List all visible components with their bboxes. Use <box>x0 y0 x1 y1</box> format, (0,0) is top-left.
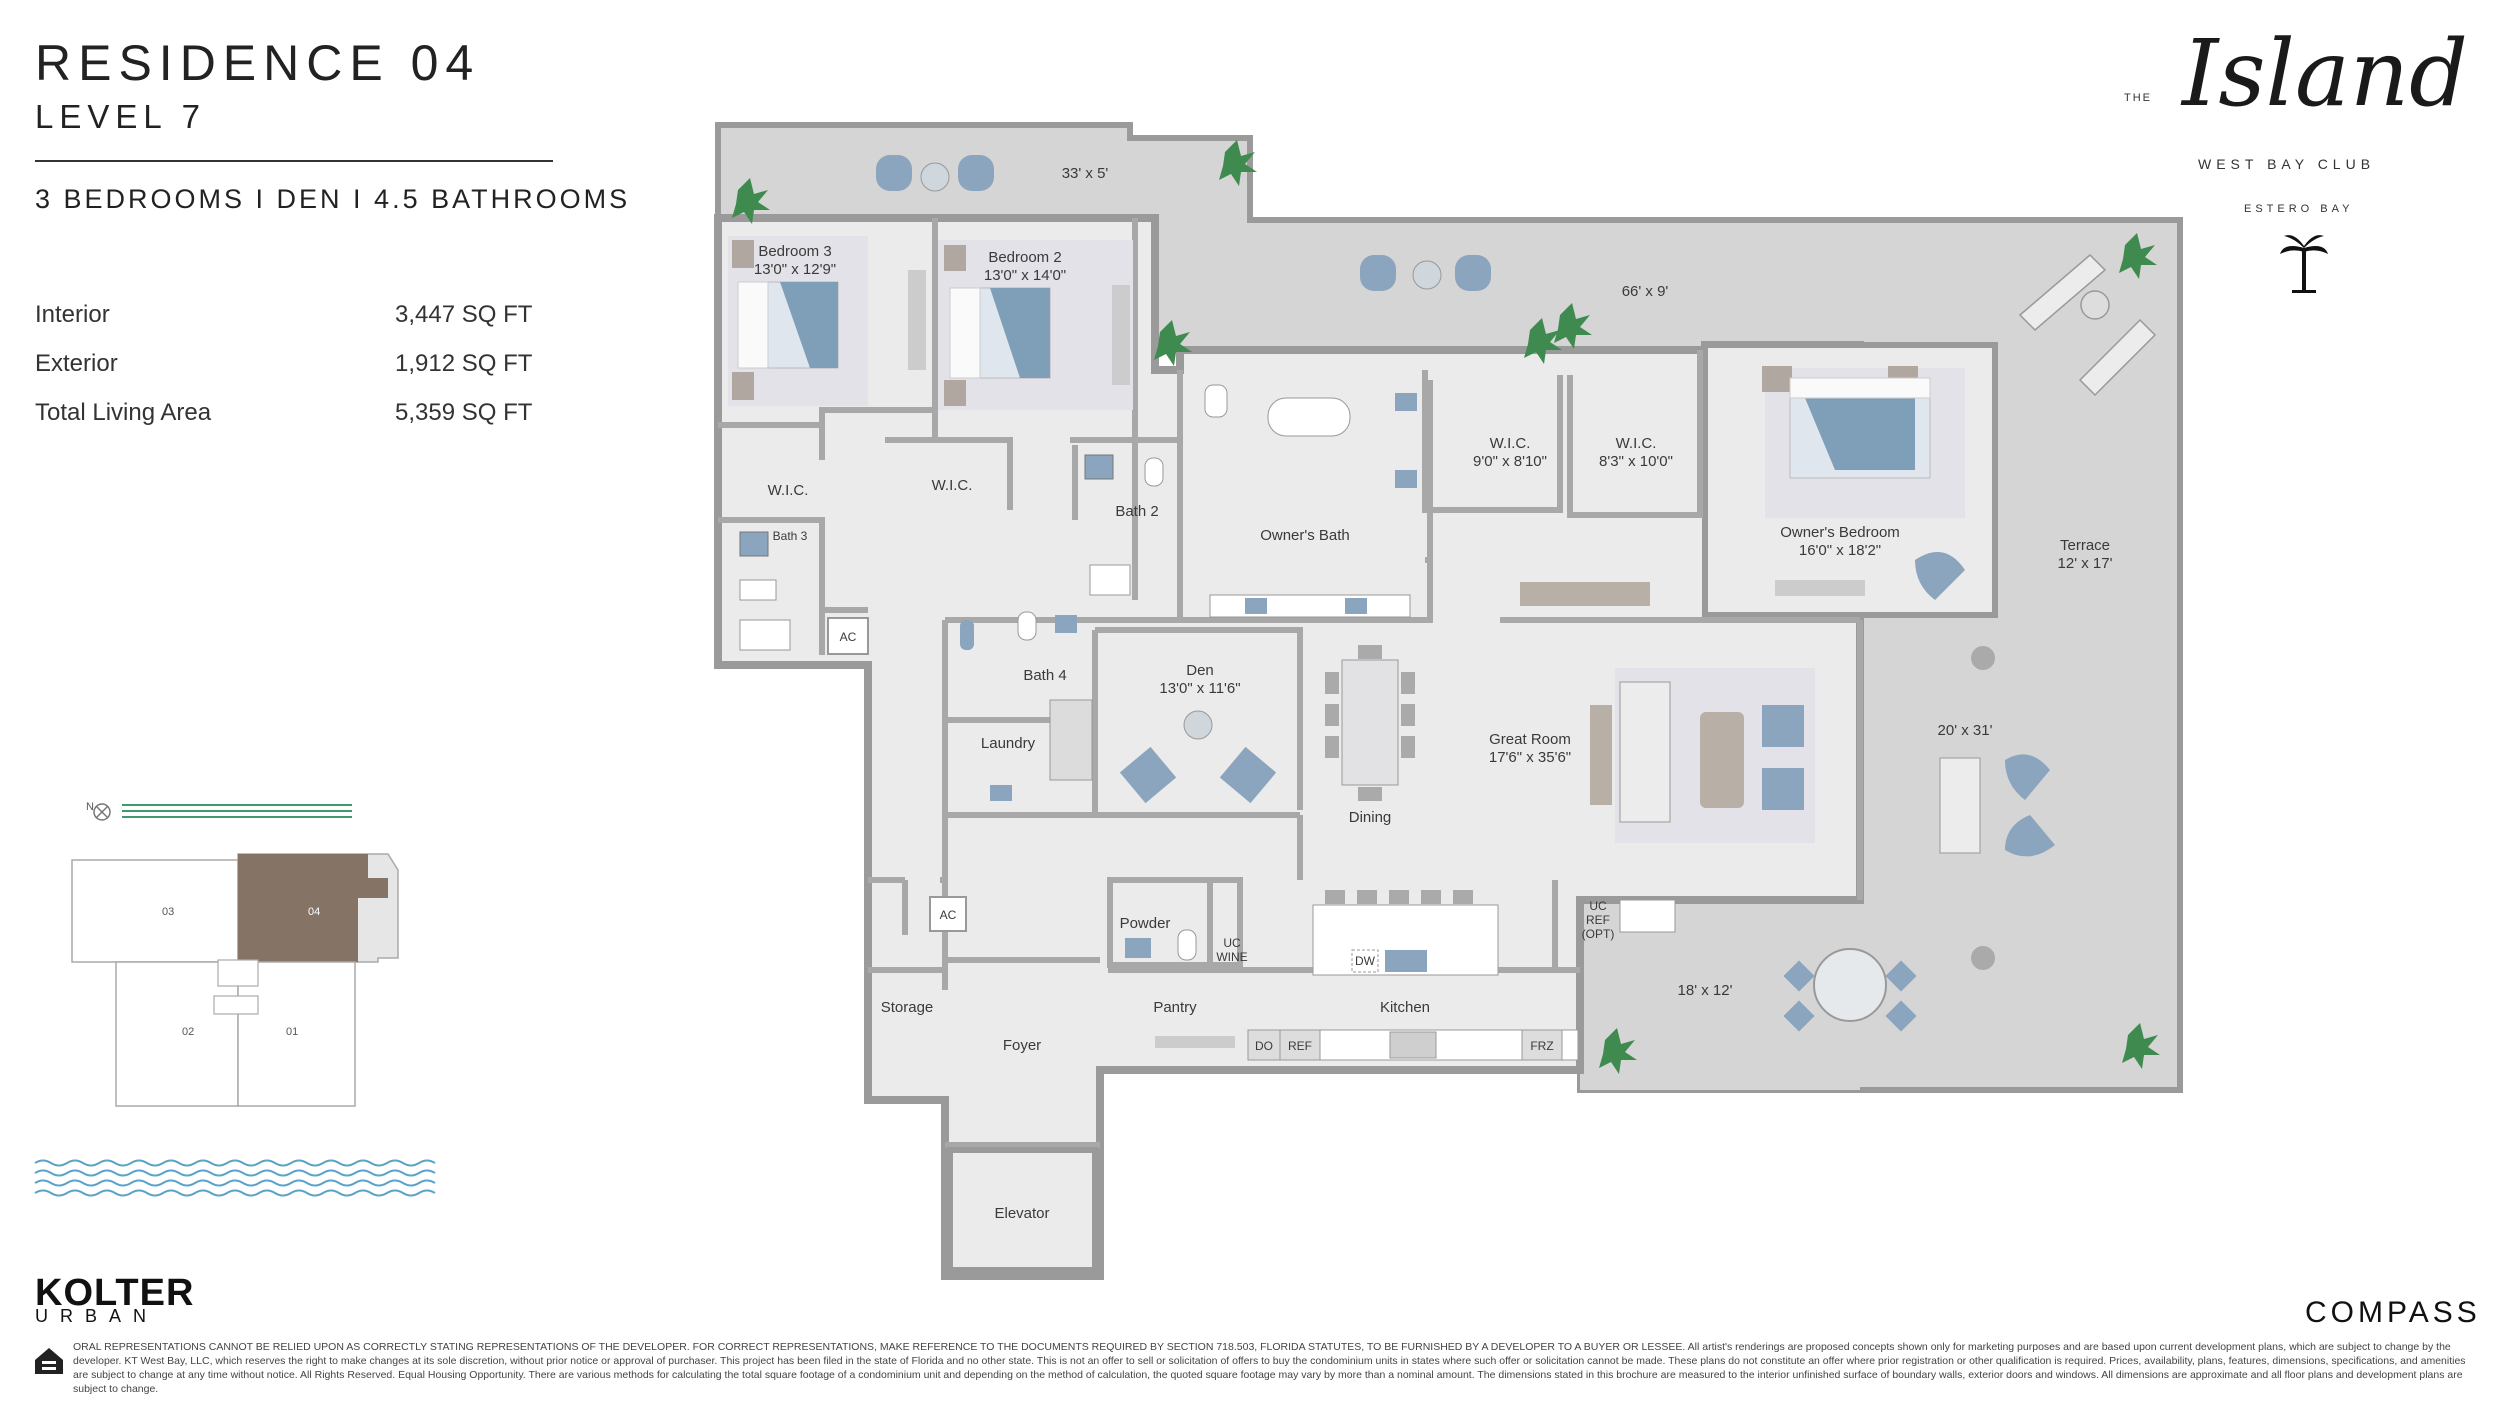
bath4-label: Bath 4 <box>1023 667 1066 684</box>
great-room-dim: 17'6" x 35'6" <box>1489 749 1571 766</box>
wic-d-label: W.I.C. <box>1616 435 1657 452</box>
brand-the: THE <box>2124 92 2152 104</box>
divider <box>35 160 553 162</box>
keyplan-label-02: 02 <box>182 1026 194 1038</box>
elevator-label: Elevator <box>994 1205 1049 1222</box>
dining-label: Dining <box>1349 809 1392 826</box>
kitchen-island: DW <box>1312 890 1499 976</box>
terrace-lounge: 20' x 31' <box>1938 646 2055 970</box>
terrace-dim: 12' x 17' <box>2058 555 2113 572</box>
broker-logo-compass: COMPASS <box>2305 1296 2481 1329</box>
uc-wine-1: UC <box>1223 936 1241 950</box>
wic-a-label: W.I.C. <box>768 482 809 499</box>
owners-bedroom-label: Owner's Bedroom <box>1780 524 1900 541</box>
pantry-label: Pantry <box>1153 999 1197 1016</box>
den: Den 13'0" x 11'6" <box>1119 662 1277 804</box>
great-room-label: Great Room <box>1489 731 1571 748</box>
wic-d-dim: 8'3" x 10'0" <box>1599 453 1673 470</box>
uc-ref-1: UC <box>1589 899 1607 913</box>
total-value: 5,359 SQ FT <box>395 399 533 426</box>
kitchen-label: Kitchen <box>1380 999 1430 1016</box>
north-arrow-icon: N <box>86 801 111 821</box>
dining: Dining <box>1325 645 1415 826</box>
owners-bedroom-dim: 16'0" x 18'2" <box>1799 542 1881 559</box>
page-title: RESIDENCE 04 <box>35 35 481 91</box>
ref-label: REF <box>1288 1039 1312 1053</box>
owners-bath-label: Owner's Bath <box>1260 527 1350 544</box>
wic-c-label: W.I.C. <box>1490 435 1531 452</box>
do-label: DO <box>1255 1039 1273 1053</box>
ac1-label: AC <box>840 630 857 644</box>
balcony-mid-dim: 66' x 9' <box>1622 283 1669 300</box>
terrace-label: Terrace <box>2060 537 2110 554</box>
uc-ref-3: (OPT) <box>1582 927 1615 941</box>
legal-disclaimer: ORAL REPRESENTATIONS CANNOT BE RELIED UP… <box>73 1341 2466 1395</box>
uc-wine-2: WINE <box>1216 950 1247 964</box>
wic-c-dim: 9'0" x 8'10" <box>1473 453 1547 470</box>
keyplan-unit-04 <box>238 854 388 962</box>
brand-subtitle: WEST BAY CLUB <box>2198 156 2376 172</box>
den-dim: 13'0" x 11'6" <box>1159 680 1240 697</box>
keyplan-label-04: 04 <box>308 906 320 918</box>
powder-label: Powder <box>1120 915 1171 932</box>
bath3-label: Bath 3 <box>773 529 808 543</box>
laundry-label: Laundry <box>981 735 1036 752</box>
key-plan: N 03 04 02 01 <box>71 801 399 1107</box>
green-lines <box>122 804 352 818</box>
bedroom2-label: Bedroom 2 <box>988 249 1061 266</box>
interior-label: Interior <box>35 301 110 328</box>
estero-palm-icon <box>2280 235 2328 293</box>
bath-3: Bath 3 <box>739 529 808 651</box>
palm-icon <box>732 140 2160 1074</box>
bath-2: Bath 2 <box>1084 454 1164 596</box>
ac2-label: AC <box>940 908 957 922</box>
foyer-label: Foyer <box>1003 1037 1041 1054</box>
unit-configuration: 3 BEDROOMS I DEN I 4.5 BATHROOMS <box>35 184 631 214</box>
estero-bay-label: ESTERO BAY <box>2244 203 2354 215</box>
dw-label: DW <box>1355 954 1376 968</box>
uc-ref-2: REF <box>1586 913 1610 927</box>
balcony-furniture: 33' x 5' 66' x 9' <box>876 155 1668 300</box>
keyplan-label-03: 03 <box>162 906 174 918</box>
developer-logo-urban: URBAN <box>35 1306 159 1326</box>
powder: Powder UC WINE <box>1120 915 1248 964</box>
keyplan-label-01: 01 <box>286 1026 298 1038</box>
laundry: Laundry <box>981 699 1093 801</box>
kitchen-counter: DO REF FRZ <box>1155 1029 1579 1061</box>
owners-bath: Owner's Bath <box>1204 384 1417 618</box>
den-label: Den <box>1186 662 1214 679</box>
water-waves-icon <box>34 1159 436 1197</box>
owners-bedroom: Owner's Bedroom 16'0" x 18'2" <box>1762 366 1965 600</box>
exterior-label: Exterior <box>35 350 118 377</box>
keyplan-unit-03 <box>71 859 239 963</box>
bath-4: Bath 4 <box>960 611 1077 684</box>
level-label: LEVEL 7 <box>35 98 207 135</box>
frz-label: FRZ <box>1530 1039 1553 1053</box>
bedroom3-dim: 13'0" x 12'9" <box>754 261 836 278</box>
keyplan-unit-01 <box>237 961 356 1107</box>
bedroom-2: Bedroom 2 13'0" x 14'0" <box>938 240 1133 410</box>
north-label: N <box>86 801 94 813</box>
brand-logo-script: Island <box>2182 20 2468 127</box>
terrace-big-dim: 20' x 31' <box>1938 722 1993 739</box>
great-room: Great Room 17'6" x 35'6" <box>1489 668 1815 843</box>
interior-value: 3,447 SQ FT <box>395 301 533 328</box>
terrace-small-dim: 18' x 12' <box>1678 982 1733 999</box>
wic-b-label: W.I.C. <box>932 477 973 494</box>
bedroom3-label: Bedroom 3 <box>758 243 831 260</box>
balcony-top-dim: 33' x 5' <box>1062 165 1109 182</box>
equal-housing-icon <box>35 1348 63 1374</box>
bedroom2-dim: 13'0" x 14'0" <box>984 267 1066 284</box>
exterior-value: 1,912 SQ FT <box>395 350 533 377</box>
storage-label: Storage <box>881 999 934 1016</box>
bedroom-3: Bedroom 3 13'0" x 12'9" <box>728 236 926 406</box>
developer-logo-kolter: KOLTER <box>35 1272 195 1314</box>
bath2-label: Bath 2 <box>1115 503 1158 520</box>
total-label: Total Living Area <box>35 399 212 426</box>
loungers <box>2018 253 2157 397</box>
